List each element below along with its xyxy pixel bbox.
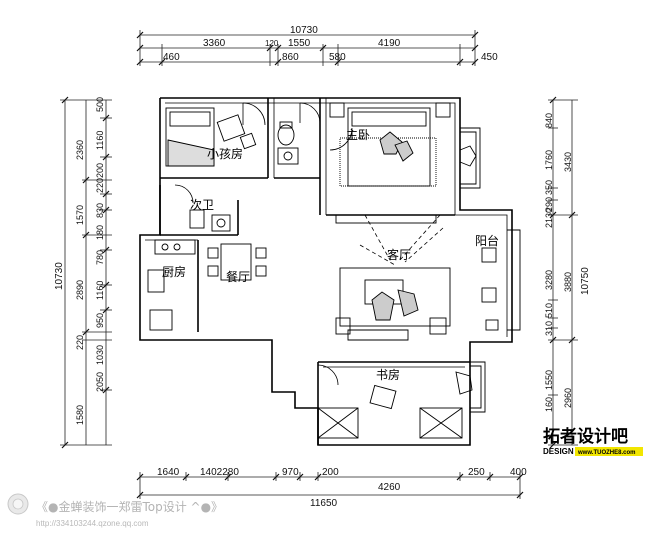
room-label-child-room: 小孩房 [207, 146, 243, 161]
brand-tagline: DESIGN [543, 447, 574, 456]
dim-right-b8: 310 [544, 321, 554, 336]
watermark: 《●金蝉装饰一郑雷Top设计 ^●》 http://334103244.qzon… [7, 493, 223, 528]
dim-top-5: 460 [163, 52, 180, 63]
dim-left-b11: 2050 [95, 372, 105, 392]
dim-bottom-5: 4260 [378, 482, 401, 493]
left-dimension-text: 10730 2360 1570 2890 220 1580 500 1160 2… [54, 97, 105, 425]
dim-right-b9: 1550 [544, 370, 554, 390]
brand-url-bar [575, 447, 643, 456]
dim-bottom-2: 1402280 [200, 467, 239, 478]
dim-bottom-7: 400 [510, 467, 527, 478]
dim-left-b6: 180 [95, 225, 105, 240]
dim-top-total: 10730 [290, 25, 318, 36]
watermark-title: 《●金蝉装饰一郑雷Top设计 ^●》 [36, 499, 223, 514]
dim-bottom-1: 1640 [157, 467, 180, 478]
dim-bottom-3: 970 [282, 467, 299, 478]
brand-name: 拓者设计吧 [543, 426, 628, 447]
dim-left-b7: 780 [95, 250, 105, 265]
dim-left-b5: 830 [95, 203, 105, 218]
watermark-url: http://334103244.qzone.qq.com [36, 519, 149, 528]
furniture [147, 102, 499, 439]
room-label-master-bedroom: 主卧 [346, 128, 370, 142]
dim-top-2: 120 [265, 39, 279, 48]
dim-top-3: 1550 [288, 38, 311, 49]
dim-right-b6: 3280 [544, 270, 554, 290]
dim-left-a5: 1580 [75, 405, 85, 425]
dim-left-b8: 1160 [95, 281, 105, 300]
dim-right-b10: 160 [544, 397, 554, 412]
dim-right-a2: 3880 [563, 272, 573, 292]
dim-left-b3: 200 [95, 163, 105, 178]
dim-right-a3: 2960 [563, 388, 573, 408]
dim-right-total: 10750 [580, 267, 591, 295]
dim-right-b2: 1760 [544, 150, 554, 170]
brand-site: www.TUOZHE8.com [577, 450, 635, 456]
dim-top-8: 450 [481, 52, 498, 63]
dim-top-1: 3360 [203, 38, 226, 49]
dim-top-4: 4190 [378, 38, 401, 49]
room-label-living: 客厅 [387, 247, 411, 262]
dimension-lines [60, 30, 578, 499]
room-label-kitchen: 厨房 [162, 264, 186, 279]
dim-left-b4: 220 [95, 178, 105, 193]
room-label-study: 书房 [376, 367, 400, 382]
door-swings [174, 102, 353, 386]
room-label-balcony: 阳台 [475, 233, 499, 248]
dimension-ticks [61, 31, 576, 499]
dim-right-b1: 840 [544, 113, 554, 128]
dim-left-b9: 950 [95, 313, 105, 328]
dim-left-a1: 2360 [75, 140, 85, 160]
dim-right-b5: 2130 [544, 208, 554, 228]
dim-left-a3: 2890 [75, 280, 85, 300]
dim-bottom-total: 11650 [310, 498, 338, 509]
brand-logo: 拓者设计吧 DESIGN www.TUOZHE8.com [543, 426, 643, 456]
sightlines [359, 214, 444, 266]
bay-windows [460, 127, 521, 413]
dim-top-6: 860 [282, 52, 299, 63]
dim-bottom-4: 200 [322, 467, 339, 478]
dim-right-a1: 3430 [563, 152, 573, 172]
dim-left-b1: 500 [95, 97, 105, 112]
dim-left-b10: 1030 [95, 345, 105, 365]
dim-left-a4: 220 [75, 335, 85, 350]
dim-left-b2: 1160 [95, 131, 105, 150]
dim-left-total: 10730 [54, 262, 65, 290]
right-dimension-text: 10750 3430 3880 2960 840 1760 350 290 21… [544, 113, 591, 412]
dim-top-7: 580 [329, 52, 346, 63]
dim-bottom-6: 250 [468, 467, 485, 478]
dim-right-b4: 290 [544, 197, 554, 212]
dim-right-b7: 510 [544, 303, 554, 318]
dim-left-a2: 1570 [75, 205, 85, 225]
room-label-second-bath: 次卫 [190, 198, 214, 212]
room-label-dining: 餐厅 [226, 269, 250, 284]
dim-right-b3: 350 [544, 180, 554, 195]
